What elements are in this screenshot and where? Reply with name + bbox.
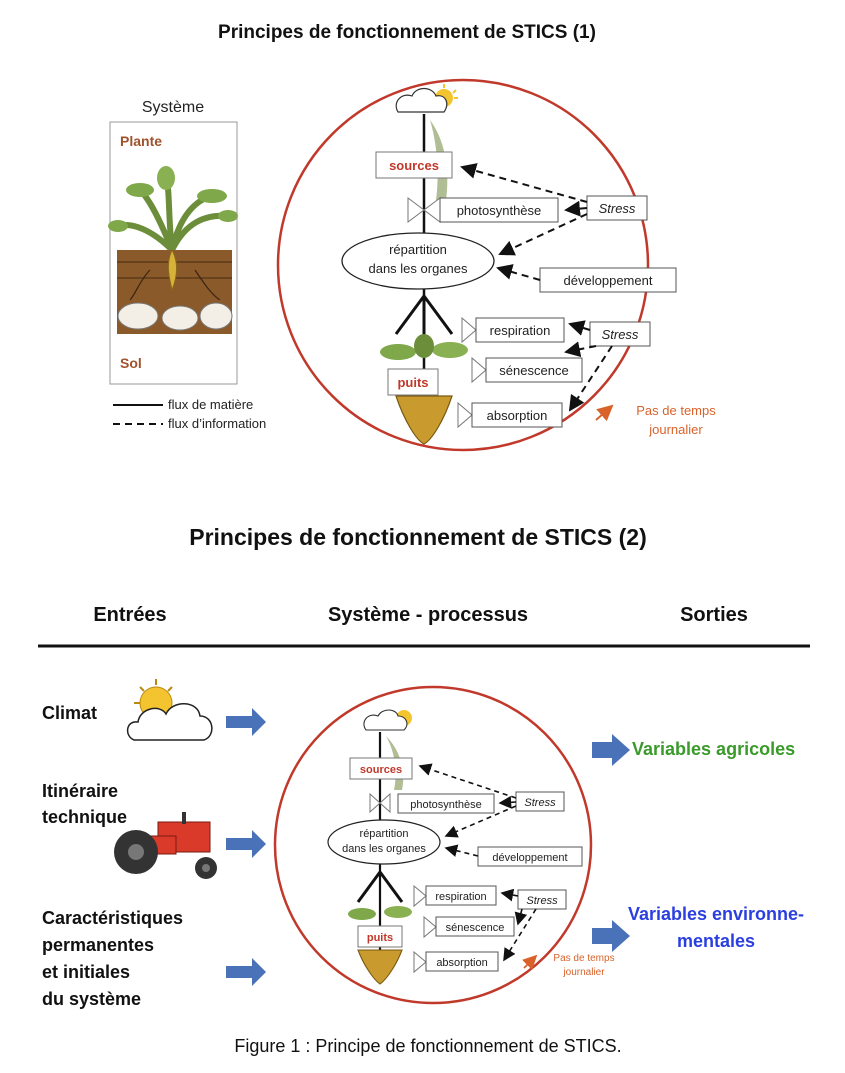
- sources-box: sources: [375, 151, 453, 179]
- input-itineraire-2: technique: [42, 807, 127, 827]
- process-circle-1: [276, 78, 650, 452]
- plante-label: Plante: [120, 133, 162, 149]
- diagram-2: Principes de fonctionnement de STICS (2)…: [38, 524, 810, 1009]
- input-carac-2: permanentes: [42, 935, 154, 955]
- stress-bottom-label: Stress: [602, 327, 639, 342]
- stress-top-label: Stress: [599, 201, 636, 216]
- repartition-label-2: dans les organes: [368, 261, 468, 276]
- developpement-label: développement: [564, 273, 653, 288]
- sol-label: Sol: [120, 355, 142, 371]
- arrow-itineraire: [226, 830, 266, 858]
- tractor-icon: [114, 812, 217, 879]
- absorption-label: absorption: [487, 408, 548, 423]
- figure-caption: Figure 1 : Principe de fonctionnement de…: [234, 1036, 621, 1056]
- legend-dashed-label: flux d’information: [168, 416, 266, 431]
- input-climat: Climat: [42, 703, 97, 723]
- absorption-box: absorption: [471, 402, 563, 428]
- cloud-sun-icon: [395, 84, 458, 113]
- sources-label: sources: [389, 158, 439, 173]
- senescence-label-2: sénescence: [446, 922, 505, 934]
- photosynthese-label: photosynthèse: [457, 203, 542, 218]
- input-carac-4: du système: [42, 989, 141, 1009]
- beet-root: [395, 395, 453, 445]
- process-circle-2: [273, 685, 593, 1005]
- header-entrees: Entrées: [93, 604, 166, 626]
- stress-box-bottom: Stress: [589, 321, 651, 347]
- stress-box-top-2: Stress: [515, 791, 565, 812]
- developpement-box-2: développement: [477, 846, 583, 867]
- puits-label: puits: [397, 375, 428, 390]
- pas-temps-label-1: Pas de temps: [636, 403, 716, 418]
- sources-box-2: sources: [349, 757, 413, 780]
- arrow-output-agricoles: [592, 734, 630, 766]
- respiration-label-2: respiration: [435, 891, 486, 903]
- repartition-node: répartition dans les organes: [341, 232, 495, 290]
- senescence-box: sénescence: [485, 357, 583, 383]
- repartition-label-1: répartition: [389, 242, 447, 257]
- beet-foliage: [380, 334, 468, 360]
- diagram-1: Principes de fonctionnement de STICS (1)…: [108, 22, 716, 452]
- sources-label-2: sources: [360, 764, 402, 776]
- information-flux-arrows-2: [418, 763, 537, 962]
- senescence-box-2: sénescence: [435, 916, 515, 937]
- photosynthese-box: photosynthèse: [439, 197, 559, 223]
- cloud-sun-icon-2: [363, 709, 412, 731]
- pas-temps-label-2b: journalier: [562, 967, 605, 978]
- output-env-1: Variables environne-: [628, 904, 804, 924]
- header-systeme: Système - processus: [328, 604, 528, 626]
- diagram1-title: Principes de fonctionnement de STICS (1): [218, 22, 596, 43]
- stress-box-top: Stress: [586, 195, 648, 221]
- plant-illustration: [108, 166, 238, 253]
- stress-bottom-label-2: Stress: [526, 895, 558, 907]
- absorption-box-2: absorption: [425, 951, 499, 972]
- developpement-box: développement: [539, 267, 677, 293]
- photosynthese-label-2: photosynthèse: [410, 799, 482, 811]
- output-env-2: mentales: [677, 931, 755, 951]
- systeme-label: Système: [142, 99, 204, 116]
- repartition-node-2: répartition dans les organes: [327, 819, 441, 865]
- arrow-carac: [226, 958, 266, 986]
- absorption-label-2: absorption: [436, 957, 487, 969]
- developpement-label-2: développement: [492, 852, 567, 864]
- input-carac-1: Caractéristiques: [42, 908, 183, 928]
- information-flux-arrows-1: [460, 163, 613, 412]
- puits-box-2: puits: [357, 925, 403, 948]
- header-sorties: Sorties: [680, 604, 748, 626]
- output-agricoles: Variables agricoles: [632, 739, 795, 759]
- repartition-label-2b: dans les organes: [342, 843, 426, 855]
- respiration-box: respiration: [475, 317, 565, 343]
- stress-top-label-2: Stress: [524, 797, 556, 809]
- puits-label-2: puits: [367, 932, 393, 944]
- arrow-climat: [226, 708, 266, 736]
- photosynthese-box-2: photosynthèse: [397, 793, 495, 814]
- legend: flux de matière flux d’information: [113, 397, 266, 431]
- stress-box-bottom-2: Stress: [517, 889, 567, 910]
- systeme-panel: Système Plante Sol: [108, 99, 238, 385]
- repartition-label-2a: répartition: [360, 828, 409, 840]
- input-carac-3: et initiales: [42, 962, 130, 982]
- puits-box: puits: [387, 368, 439, 396]
- diagram2-title: Principes de fonctionnement de STICS (2): [189, 524, 647, 550]
- input-itineraire-1: Itinéraire: [42, 781, 118, 801]
- respiration-label: respiration: [490, 323, 551, 338]
- senescence-label: sénescence: [499, 363, 568, 378]
- pas-temps-label-2: journalier: [648, 422, 703, 437]
- pas-temps-label-2a: Pas de temps: [553, 953, 614, 964]
- legend-solid-label: flux de matière: [168, 397, 253, 412]
- respiration-box-2: respiration: [425, 885, 497, 906]
- sun-cloud-icon: [126, 679, 213, 741]
- arrow-output-env: [592, 920, 630, 952]
